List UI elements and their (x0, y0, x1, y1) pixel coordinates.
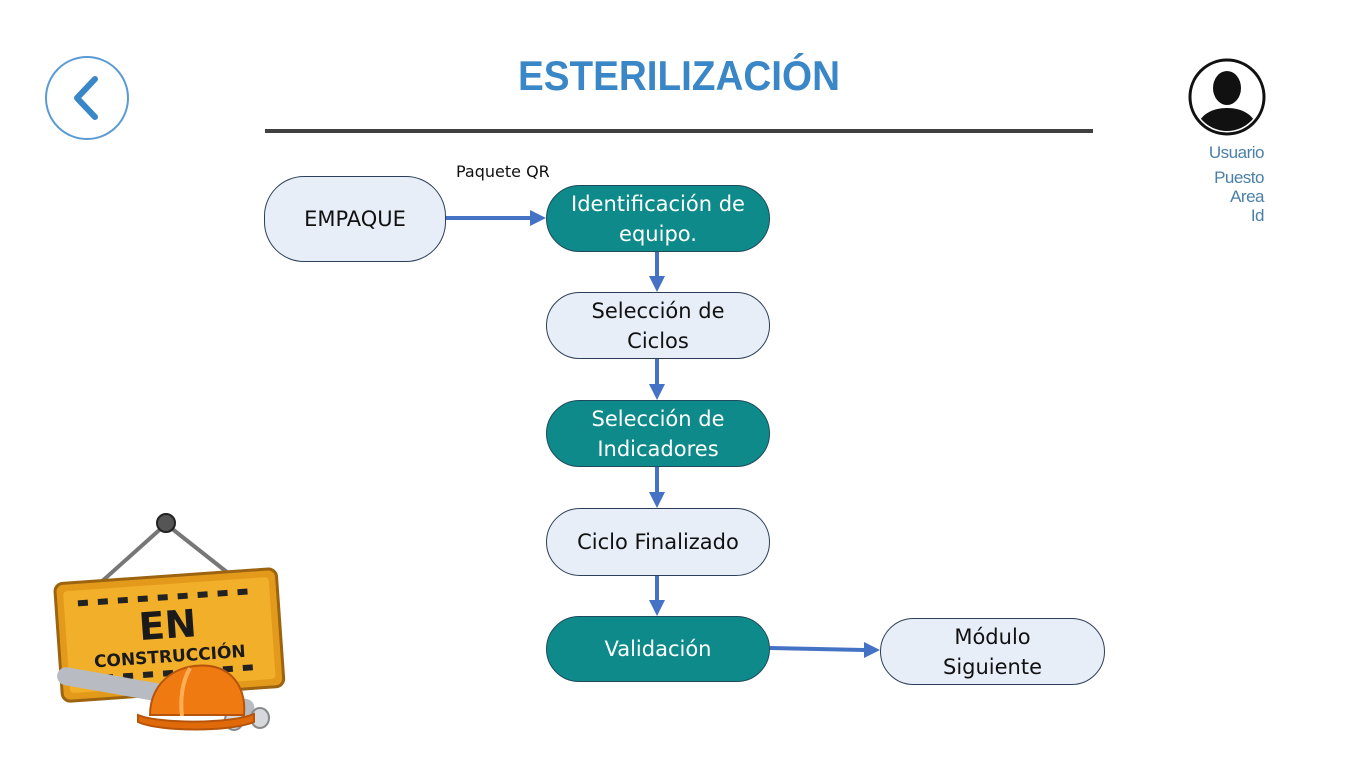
user-id: Id (1250, 206, 1265, 225)
user-name: Usuario (1208, 143, 1265, 162)
node-identificacion-equipo[interactable]: Identificación de equipo. (546, 185, 770, 252)
back-button[interactable] (45, 56, 129, 140)
sign-text-en: EN (137, 601, 198, 649)
node-validacion-label: Validación (604, 637, 712, 661)
node-modulo-siguiente-label: Módulo Siguiente (942, 624, 1043, 679)
user-position: Puesto (1214, 168, 1264, 187)
edge-label-paquete-qr: Paquete QR (456, 162, 550, 181)
chevron-left-icon (74, 76, 98, 120)
node-modulo-siguiente[interactable]: Módulo Siguiente (880, 618, 1105, 685)
user-area: Area (1230, 187, 1264, 206)
user-panel: Usuario Puesto Area Id (1180, 58, 1270, 228)
node-seleccion-indicadores[interactable]: Selección de Indicadores (546, 400, 770, 467)
title-divider (265, 129, 1093, 133)
node-validacion[interactable]: Validación (546, 616, 770, 682)
node-seleccion-ciclos[interactable]: Selección de Ciclos (546, 292, 770, 359)
node-identificacion-label: Identificación de equipo. (571, 191, 745, 246)
node-seleccion-indicadores-label: Selección de Indicadores (591, 406, 725, 461)
node-empaque-label: EMPAQUE (304, 207, 406, 231)
node-ciclo-finalizado[interactable]: Ciclo Finalizado (546, 508, 770, 576)
arrow-validacion-modulo (769, 646, 865, 652)
user-silhouette-icon[interactable] (1188, 58, 1266, 138)
node-empaque[interactable]: EMPAQUE (264, 176, 446, 262)
page-title: ESTERILIZACIÓN (517, 52, 840, 99)
under-construction-sign: EN CONSTRUCCIÓN (53, 513, 286, 731)
node-ciclo-finalizado-label: Ciclo Finalizado (577, 530, 739, 554)
node-seleccion-ciclos-label: Selección de Ciclos (591, 298, 725, 353)
